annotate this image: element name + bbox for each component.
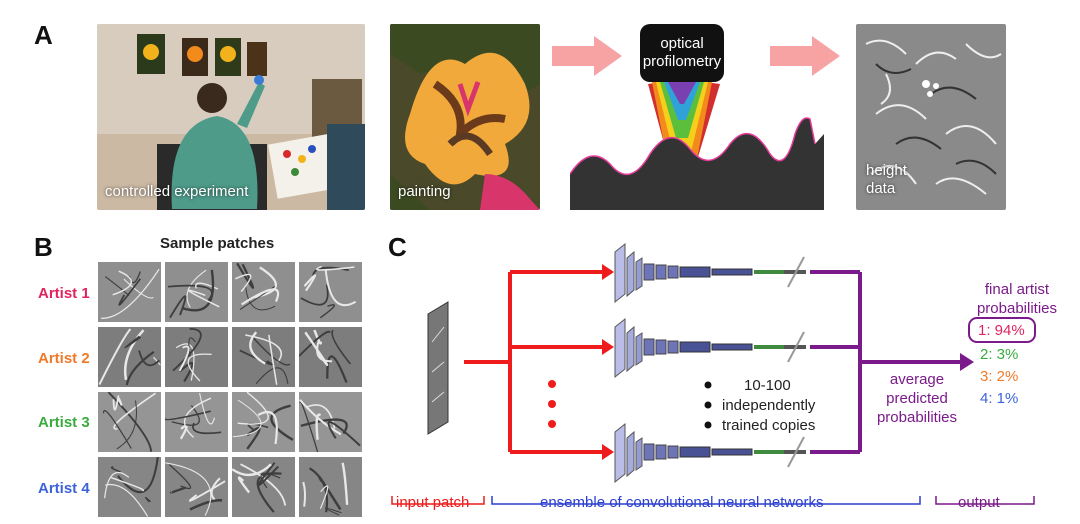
sample-patch (165, 457, 228, 517)
probability-artist-3: 3: 2% (980, 368, 1019, 385)
sample-patch (299, 392, 362, 452)
ellipsis-dot (548, 420, 556, 428)
painting-caption: painting (398, 183, 451, 200)
controlled-experiment-caption: controlled experiment (105, 183, 249, 200)
arrow-icon (602, 444, 614, 460)
sample-patch (232, 327, 295, 387)
sample-patches-title: Sample patches (160, 235, 275, 252)
input-patch-label: input patch (396, 494, 470, 511)
ensemble-diagram (391, 242, 1036, 505)
ensemble-label: ensemble of convolutional neural network… (540, 494, 824, 511)
bullet-list: 10-100 independently trained copies (722, 376, 815, 436)
bullet-item: 10-100 (744, 377, 791, 394)
bullet-icon (704, 421, 712, 429)
bullet-icon (704, 401, 712, 409)
arrow-icon (770, 36, 840, 76)
profilometry-schematic (570, 24, 824, 210)
panel-label-a: A (34, 20, 53, 50)
artist-label: Artist 2 (38, 350, 90, 367)
top-probability-box (968, 317, 1036, 343)
ellipsis-dot (548, 380, 556, 388)
painting-illustration (390, 24, 540, 210)
height-map-texture (856, 24, 1006, 210)
probability-artist-1: 1: 94% (978, 322, 1025, 339)
arrow-icon (602, 264, 614, 280)
artist-4-label: Artist 4 (38, 480, 90, 497)
input-patch-image (427, 301, 449, 435)
average-line: probabilities (876, 409, 958, 426)
sample-patch (165, 262, 228, 322)
optical-profilometry-label: optical profilometry (640, 35, 724, 71)
probability-artist-4: 4: 1% (980, 390, 1019, 407)
sample-patch (98, 392, 161, 452)
sample-patch (299, 457, 362, 517)
height-text: height (866, 162, 907, 179)
bullet-item: independently (722, 397, 816, 414)
bullet-item: trained copies (722, 417, 816, 434)
panel-label-b: B (34, 232, 53, 262)
sample-patch (299, 262, 362, 322)
height-data-caption: height data (866, 162, 907, 198)
controlled-experiment-photo: controlled experiment (97, 24, 365, 210)
artist-2-label: Artist 2 (38, 350, 90, 367)
studio-illustration (97, 24, 365, 210)
bullet-icon (704, 381, 712, 389)
sample-patch (165, 327, 228, 387)
final-line: final artist (984, 281, 1050, 298)
cnn-network (614, 422, 806, 484)
output-label: output (958, 494, 1000, 511)
sample-patch (98, 327, 161, 387)
painting-photo: painting (390, 24, 540, 210)
sample-patch (299, 327, 362, 387)
artist-1-label: Artist 1 (38, 285, 90, 302)
sample-patch (232, 457, 295, 517)
sample-patch (98, 262, 161, 322)
sample-patch (165, 392, 228, 452)
cnn-network (614, 242, 806, 304)
panel-label-c: C (388, 232, 407, 262)
profilometry-text: profilometry (642, 53, 722, 70)
arrow-icon (960, 353, 974, 371)
final-line: probabilities (976, 300, 1058, 317)
height-data-image: height data (856, 24, 1006, 210)
sample-patch (232, 262, 295, 322)
sample-patch-grid (98, 262, 368, 522)
cnn-network (614, 317, 806, 379)
sample-patch (232, 392, 295, 452)
average-line: average (889, 371, 945, 388)
final-probabilities-title: final artist probabilities (958, 280, 1076, 318)
artist-3-label: Artist 3 (38, 414, 90, 431)
arrow-icon (552, 36, 622, 76)
data-text: data (866, 180, 896, 197)
arrow-icon (602, 339, 614, 355)
ellipsis-dot (548, 400, 556, 408)
artist-label: Artist 4 (38, 480, 90, 497)
average-line: predicted (886, 390, 948, 407)
artist-label: Artist 1 (38, 285, 90, 302)
artist-label: Artist 3 (38, 414, 90, 431)
optical-text: optical (660, 35, 704, 52)
probability-artist-2: 2: 3% (980, 346, 1019, 363)
sample-patch (98, 457, 161, 517)
average-probabilities-label: average predicted probabilities (862, 370, 972, 427)
